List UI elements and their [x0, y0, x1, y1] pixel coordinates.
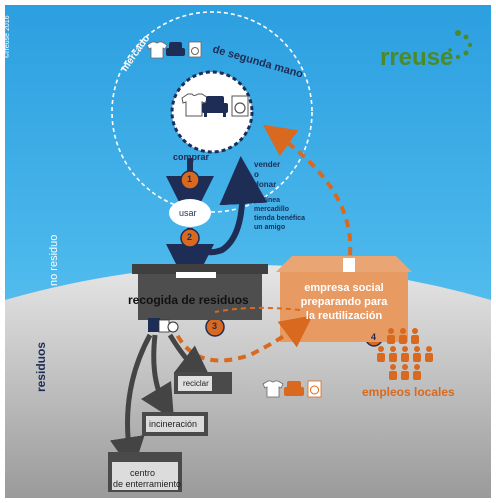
landfill-label-2: de enterramiento: [113, 479, 182, 489]
step-1-label: 1: [187, 174, 193, 184]
washing-machine-icon: [231, 95, 249, 117]
incineration-label: incineración: [149, 419, 198, 429]
logo: rreuse: [380, 44, 454, 71]
buy-label: comprar: [173, 152, 210, 162]
sell-line-3: donar: [254, 180, 277, 189]
shirt-icon-small: [146, 41, 168, 59]
sell-arrow: [187, 156, 268, 256]
armchair-icon-small: [166, 42, 185, 56]
washing-machine-icon-bottom: [307, 380, 322, 398]
armchair-icon-bottom: [284, 381, 304, 396]
landfill-label-1: centro: [130, 468, 156, 478]
reuse-return-arrow: [262, 124, 353, 256]
to-landfill-arrow: [110, 333, 153, 473]
to-incineration-arrow: [140, 334, 174, 421]
social-line-1: empresa social: [304, 282, 384, 294]
social-line-2: preparando para: [300, 296, 388, 308]
sell-sub-3: tienda benéfica: [254, 215, 305, 222]
shirt-icon-bottom: [262, 380, 284, 398]
collection-label: recogida de residuos: [128, 293, 249, 307]
logo-dots-icon: [448, 30, 473, 60]
sell-sub-1: en línea: [254, 197, 281, 204]
step-4-label: 4: [371, 332, 377, 342]
step-2-marker: [180, 228, 200, 248]
collected-items-icons: [148, 318, 179, 333]
step-2-label: 2: [187, 232, 193, 242]
collection-bin: [132, 264, 268, 320]
armchair-icon: [202, 96, 228, 117]
zone-lower-label: residuos: [34, 341, 48, 392]
recycle-bin: [174, 372, 232, 394]
copyright-text: ©rreuse 2016: [4, 15, 11, 58]
sell-line-2: o: [254, 170, 259, 179]
person-icon-group: [377, 328, 433, 380]
social-line-3: la reutilización: [305, 310, 383, 322]
sell-line-1: vender: [254, 160, 281, 169]
shirt-icon: [181, 93, 209, 117]
use-label: usar: [179, 208, 197, 218]
to-recycle-arrow: [167, 333, 212, 381]
step-1-marker: [180, 170, 200, 190]
sell-sub-4: un amigo: [254, 224, 286, 231]
landfill-bin: [108, 452, 182, 492]
use-ellipse: [169, 199, 211, 227]
collection-to-enterprise-arrow: [170, 315, 313, 363]
social-enterprise-crate: [276, 256, 412, 342]
incineration-bin: [142, 412, 208, 436]
recycle-label: reciclar: [183, 379, 209, 388]
zone-upper-label: no residuo: [48, 234, 60, 286]
washing-machine-icon-small: [188, 41, 202, 58]
enterprise-to-items-arrow: [214, 306, 301, 313]
jobs-label: empleos locales: [362, 385, 455, 399]
step-3-label: 3: [212, 321, 218, 331]
sell-sub-2: mercadillo: [254, 206, 290, 213]
